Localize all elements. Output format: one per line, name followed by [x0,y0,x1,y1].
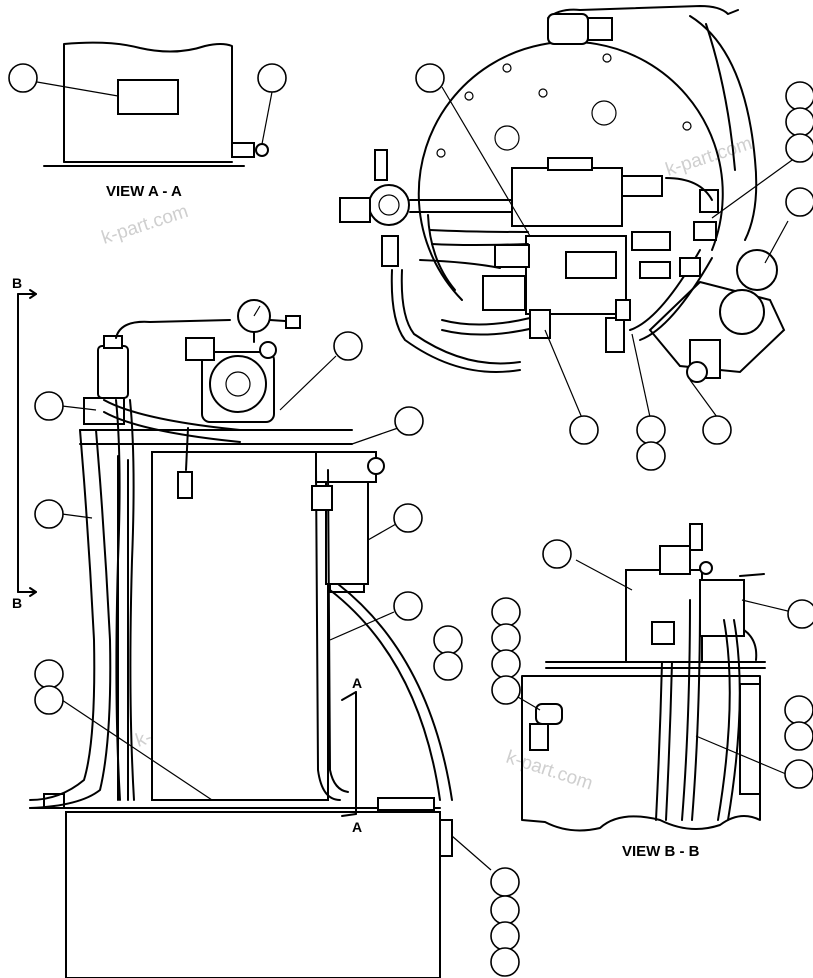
callout-bubble [785,81,813,111]
callout-bubble [393,503,423,533]
section-letter-b: B [12,275,22,291]
callout-bubble [8,63,38,93]
callout-bubble [784,721,813,751]
section-letter-a: A [352,675,362,691]
watermark: k-part.com [99,201,191,249]
callout-bubble [490,947,520,977]
callout-bubble [785,187,813,217]
callout-bubble [490,921,520,951]
callout-bubble [636,441,666,471]
callout-bubble [34,685,64,715]
callout-bubble [490,895,520,925]
view-a-a-label: VIEW A - A [106,183,182,200]
main-assembly [17,289,492,978]
callout-bubble [490,867,520,897]
callout-bubble [785,133,813,163]
callout-bubble [569,415,599,445]
callout-bubble [491,649,521,679]
callout-bubble [491,675,521,705]
section-letter-a: A [352,819,362,835]
watermark: k-part.com [663,133,755,181]
callout-bubble [785,107,813,137]
callout-bubble [636,415,666,445]
callout-bubble [542,539,572,569]
callout-bubble [393,591,423,621]
watermark: k-part.com [503,747,595,795]
callout-bubble [787,599,813,629]
callout-bubble [34,499,64,529]
section-letter-b: B [12,595,22,611]
callout-bubbles [8,63,813,977]
callout-bubble [784,759,813,789]
callout-bubble [702,415,732,445]
callout-bubble [784,695,813,725]
callout-bubble [433,625,463,655]
callout-bubble [257,63,287,93]
callout-bubble [491,623,521,653]
callout-bubble [394,406,424,436]
callout-bubble [491,597,521,627]
callout-bubble [433,651,463,681]
callout-bubble [415,63,445,93]
top-right-assembly [339,5,807,419]
callout-bubble [34,659,64,689]
view-b-b-label: VIEW B - B [622,843,700,860]
view-b-b-drawing [505,523,797,832]
callout-bubble [333,331,363,361]
callout-bubble [34,391,64,421]
view-a-a-drawing [36,41,273,167]
